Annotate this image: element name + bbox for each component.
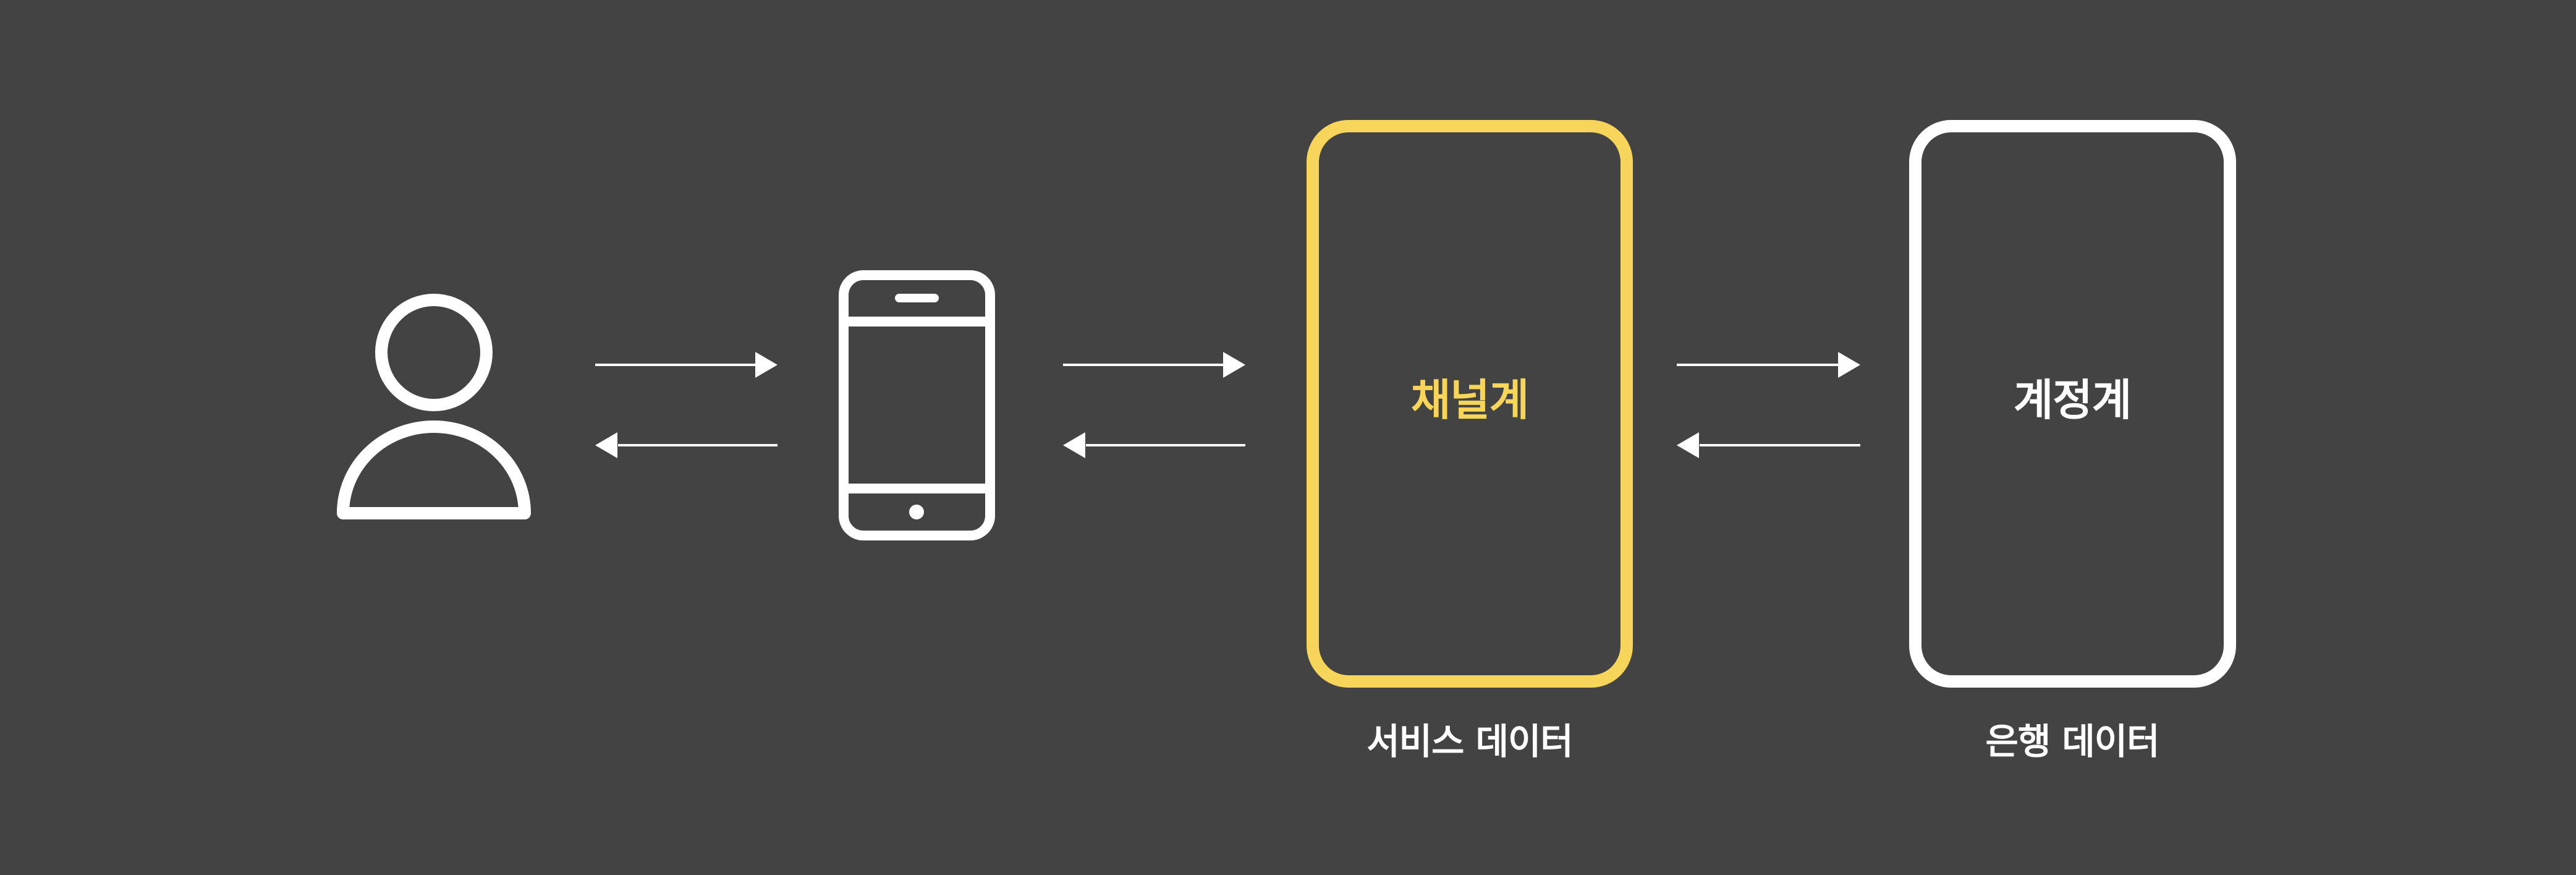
channel-system-label: 채널계 [1410,375,1529,425]
account-caption: 은행 데이터 [1985,720,2160,762]
account-system-box [1909,120,2236,688]
arrow-pair-user-phone [595,352,777,458]
person-head [375,294,493,411]
arrow-right-head-icon [1223,352,1245,378]
arrow-pair-phone-channel [1063,352,1245,458]
person-icon [337,294,531,519]
arrow-right-head-icon [755,352,777,378]
phone-body [839,270,995,540]
channel-caption: 서비스 데이터 [1366,720,1573,762]
channel-system-box [1307,120,1633,688]
arrow-pair-channel-account [1677,352,1860,458]
arrow-left-head-icon [1063,432,1085,458]
account-system-label: 계정계 [2013,375,2132,425]
smartphone-icon [839,270,995,540]
person-body [337,420,531,519]
arrow-left-head-icon [1677,432,1699,458]
arrow-right-head-icon [1838,352,1860,378]
arrow-left-head-icon [595,432,617,458]
phone-home-button [909,505,924,519]
